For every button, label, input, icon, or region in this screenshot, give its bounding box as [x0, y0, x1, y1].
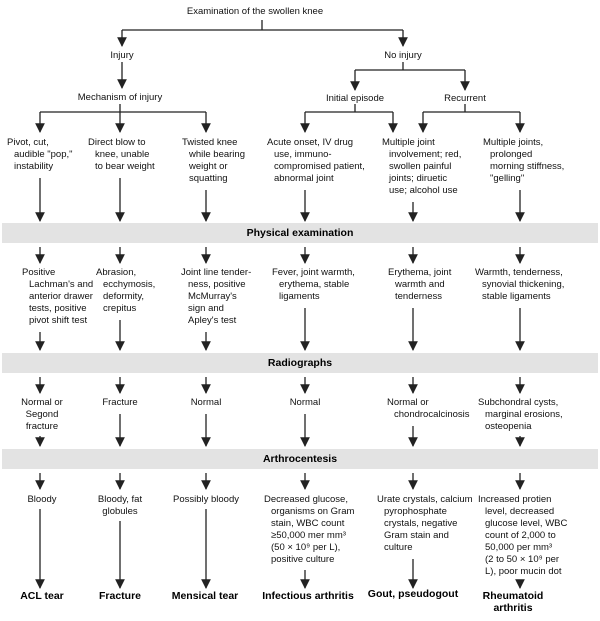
node-exam-abrasion: Abrasion, ecchymosis, deformity, crepitu…	[96, 267, 156, 314]
branch-injury: Injury	[110, 50, 134, 61]
node-radiograph-fracture: Fracture	[102, 397, 138, 408]
branch-no-injury: No injury	[384, 50, 422, 61]
diagnosis-infectious-arthritis: Infectious arthritis	[262, 590, 354, 602]
diagnosis-rheumatoid-arthritis: Rheumatoid arthritis	[482, 590, 544, 614]
page-title: Examination of the swollen knee	[186, 6, 324, 17]
section-bar-radiographs: Radiographs	[2, 353, 598, 373]
node-exam-joint-line-tenderness: Joint line tender- ness, positive McMurr…	[181, 267, 252, 326]
diagnosis-fracture: Fracture	[98, 590, 141, 602]
node-exam-erythema: Erythema, joint warmth and tenderness	[388, 267, 452, 302]
node-history-direct-blow: Direct blow to knee, unable to bear weig…	[88, 137, 155, 172]
diagnosis-acl-tear: ACL tear	[20, 590, 64, 602]
branch-mechanism-of-injury: Mechanism of injury	[77, 92, 163, 103]
branch-initial-episode: Initial episode	[325, 93, 385, 104]
node-radiograph-segond: Normal or Segond fracture	[21, 397, 63, 432]
node-arthro-possibly-bloody: Possibly bloody	[172, 494, 239, 505]
branch-recurrent: Recurrent	[444, 93, 486, 104]
node-history-multiple-joints-stiffness: Multiple joints, prolonged morning stiff…	[483, 137, 565, 184]
node-history-multiple-joint: Multiple joint involvement; red, swollen…	[382, 137, 462, 196]
node-history-acute-onset: Acute onset, IV drug use, immuno- compro…	[267, 137, 365, 184]
node-radiograph-normal-1: Normal	[190, 397, 222, 408]
node-arthro-bloody: Bloody	[27, 494, 57, 505]
node-arthro-urate-crystals: Urate crystals, calcium pyrophosphate cr…	[377, 494, 473, 553]
node-exam-warmth-synovial: Warmth, tenderness, synovial thickening,…	[475, 267, 565, 302]
node-history-twisted-knee: Twisted knee while bearing weight or squ…	[182, 137, 245, 184]
node-arthro-increased-protein: Increased protien level, decreased gluco…	[478, 494, 568, 577]
node-exam-fever-warmth: Fever, joint warmth, erythema, stable li…	[272, 267, 355, 302]
diagnosis-gout-pseudogout: Gout, pseudogout	[367, 588, 459, 600]
node-radiograph-chondrocalcinosis: Normal or chondrocalcinosis	[387, 397, 470, 420]
section-bar-physical-examination: Physical examination	[2, 223, 598, 243]
node-radiograph-subchondral: Subchondral cysts, marginal erosions, os…	[478, 397, 563, 432]
node-radiograph-normal-2: Normal	[289, 397, 321, 408]
node-exam-lachmans: Positive Lachman's and anterior drawer t…	[22, 267, 94, 326]
node-arthro-decreased-glucose: Decreased glucose, organisms on Gram sta…	[264, 494, 355, 565]
section-bar-arthrocentesis: Arthrocentesis	[2, 449, 598, 469]
diagnosis-meniscal-tear: Mensical tear	[171, 590, 239, 602]
node-arthro-bloody-fat: Bloody, fat globules	[97, 494, 143, 517]
node-history-pivot-cut: Pivot, cut, audible "pop," instability	[7, 137, 73, 172]
